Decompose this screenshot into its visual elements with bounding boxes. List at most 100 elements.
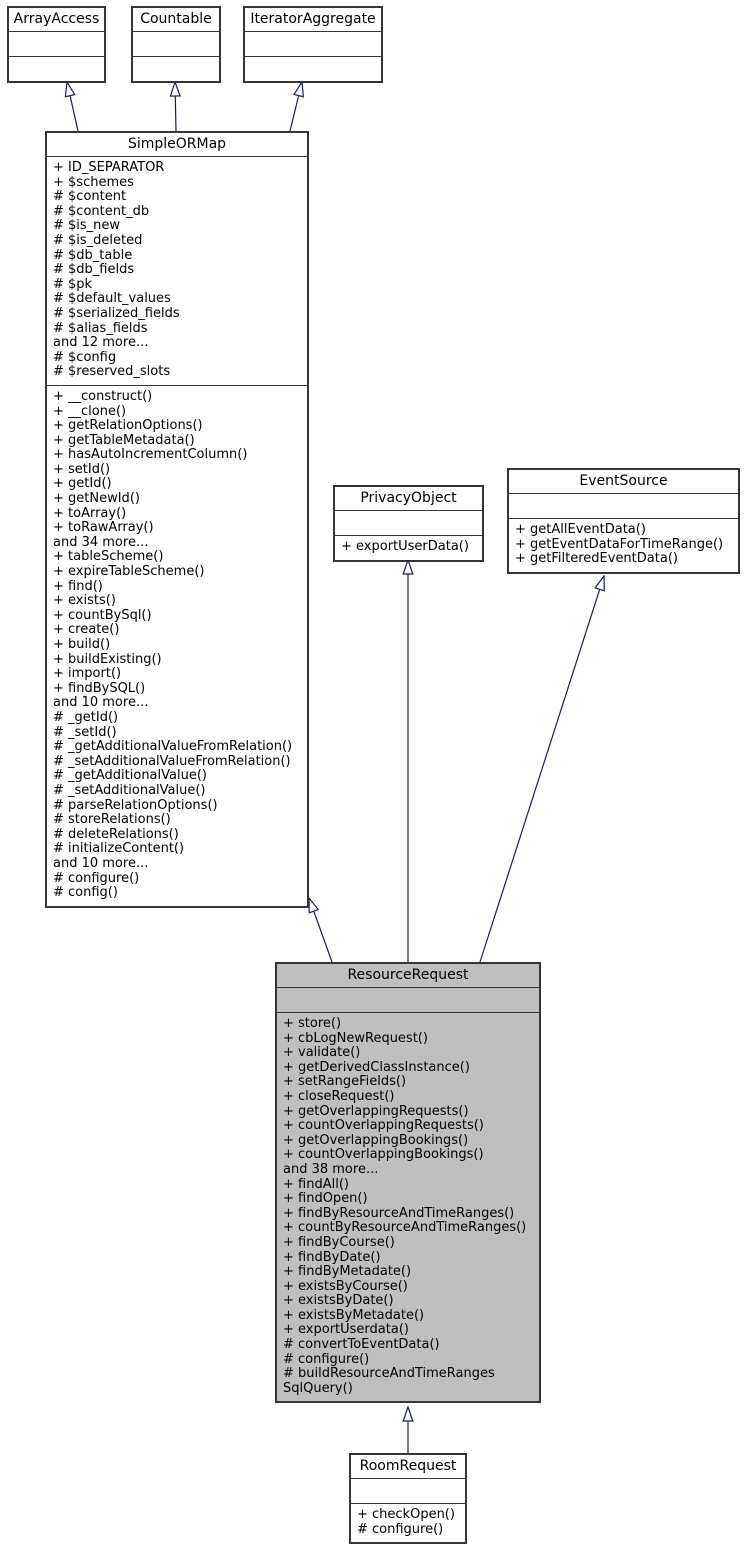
class-title: RoomRequest <box>351 1455 465 1479</box>
member-line: + build() <box>53 637 111 652</box>
member-line: + existsByCourse() <box>283 1278 408 1294</box>
member-line: # $alias_fields <box>53 320 148 336</box>
class-box-iteratoraggregate[interactable]: IteratorAggregate <box>243 6 383 83</box>
attributes-compartment <box>335 511 482 536</box>
member-line: # $content_db <box>53 203 150 219</box>
class-title: EventSource <box>509 470 738 494</box>
member-line: + getNewId() <box>53 491 140 507</box>
member-line: + tableScheme() <box>53 549 164 565</box>
member-line: # _getAdditionalValue() <box>53 768 207 784</box>
member-line: + checkOpen() <box>357 1507 455 1522</box>
member-line: + closeRequest() <box>283 1088 395 1104</box>
member-line: + import() <box>53 666 122 682</box>
class-box-simpleormap[interactable]: SimpleORMap + ID_SEPARATOR+ $schemes# $c… <box>45 131 309 908</box>
member-line: + getFilteredEventData() <box>515 551 678 567</box>
member-line: + toArray() <box>53 505 127 521</box>
class-box-eventsource[interactable]: EventSource + getAllEventData()+ getEven… <box>507 468 740 574</box>
member-line: # $reserved_slots <box>53 364 171 380</box>
member-line: + countBySql() <box>53 607 152 623</box>
arrow-resourcerequest-to-eventsource <box>479 576 604 963</box>
arrow-simpleormap-to-arrayaccess <box>67 82 79 132</box>
member-line: and 38 more... <box>283 1161 379 1177</box>
member-line: + $schemes <box>53 174 134 190</box>
member-line: + countOverlappingRequests() <box>283 1118 484 1134</box>
methods-compartment: + store()+ cbLogNewRequest()+ validate()… <box>277 1013 539 1401</box>
member-line: + findBySQL() <box>53 680 146 696</box>
member-line: # buildResourceAndTimeRanges <box>283 1366 495 1382</box>
methods-compartment <box>245 57 381 81</box>
attributes-compartment <box>351 1479 465 1504</box>
member-line: + countOverlappingBookings() <box>283 1147 484 1163</box>
member-line: + cbLogNewRequest() <box>283 1030 428 1046</box>
member-line: + findByDate() <box>283 1249 381 1265</box>
member-line: + findByMetadate() <box>283 1264 412 1280</box>
member-line: # $pk <box>53 276 93 292</box>
methods-compartment <box>133 57 219 81</box>
member-line: + __clone() <box>53 403 127 419</box>
class-title: PrivacyObject <box>335 487 482 511</box>
methods-compartment <box>9 57 104 81</box>
arrow-resourcerequest-to-simpleormap <box>309 898 333 963</box>
class-box-privacyobject[interactable]: PrivacyObject + exportUserData() <box>333 485 484 562</box>
class-box-resourcerequest[interactable]: ResourceRequest + store()+ cbLogNewReque… <box>275 962 541 1404</box>
member-line: # _setAdditionalValue() <box>53 782 206 798</box>
member-line: and 10 more... <box>53 855 149 871</box>
member-line: # config() <box>53 885 118 901</box>
member-line: + findOpen() <box>283 1191 368 1207</box>
member-line: # _setAdditionalValueFromRelation() <box>53 753 291 769</box>
member-line: + findAll() <box>283 1176 349 1192</box>
member-line: + findByCourse() <box>283 1234 395 1250</box>
member-line: + findByResourceAndTimeRanges() <box>283 1205 515 1221</box>
class-title: Countable <box>133 8 219 32</box>
attributes-compartment <box>509 494 738 519</box>
member-line: SqlQuery() <box>283 1380 353 1396</box>
member-line: # $is_new <box>53 218 121 234</box>
member-line: + exists() <box>53 593 116 609</box>
member-line: # $is_deleted <box>53 232 143 248</box>
member-line: + getDerivedClassInstance() <box>283 1059 470 1075</box>
member-line: # _getAdditionalValueFromRelation() <box>53 739 293 755</box>
member-line: # $content <box>53 189 127 205</box>
member-line: + getRelationOptions() <box>53 418 203 434</box>
methods-compartment: + exportUserData() <box>335 536 482 560</box>
member-line: + existsByDate() <box>283 1293 394 1309</box>
class-title: IteratorAggregate <box>245 8 381 32</box>
member-line: and 12 more... <box>53 335 149 351</box>
member-line: + getEventDataForTimeRange() <box>515 536 724 552</box>
member-line: + ID_SEPARATOR <box>53 160 165 175</box>
arrow-simpleormap-to-countable <box>175 82 176 132</box>
class-title: ResourceRequest <box>277 964 539 988</box>
member-line: + getId() <box>53 476 112 492</box>
member-line: # $config <box>53 349 117 365</box>
member-line: + __construct() <box>53 388 153 404</box>
class-box-countable[interactable]: Countable <box>131 6 221 83</box>
member-line: + find() <box>53 578 103 594</box>
member-line: + exportUserdata() <box>283 1322 409 1338</box>
attributes-compartment <box>277 988 539 1013</box>
class-box-roomrequest[interactable]: RoomRequest + checkOpen()# configure() <box>349 1453 467 1545</box>
member-line: # parseRelationOptions() <box>53 797 218 813</box>
member-line: # _getId() <box>53 709 119 725</box>
methods-compartment: + getAllEventData()+ getEventDataForTime… <box>509 519 738 572</box>
member-line: and 34 more... <box>53 534 149 550</box>
member-line: + countByResourceAndTimeRanges() <box>283 1220 527 1236</box>
class-title: SimpleORMap <box>47 133 307 157</box>
member-line: + toRawArray() <box>53 520 154 536</box>
member-line: + hasAutoIncrementColumn() <box>53 447 248 463</box>
attributes-compartment <box>133 32 219 57</box>
member-line: + getTableMetadata() <box>53 432 195 448</box>
methods-compartment: + __construct()+ __clone()+ getRelationO… <box>47 386 307 906</box>
member-line: + setRangeFields() <box>283 1074 407 1090</box>
class-box-arrayaccess[interactable]: ArrayAccess <box>7 6 106 83</box>
arrow-simpleormap-to-iteratoraggregate <box>289 82 302 132</box>
member-line: # deleteRelations() <box>53 826 179 842</box>
class-title: ArrayAccess <box>9 8 104 32</box>
member-line: + getAllEventData() <box>515 522 646 537</box>
member-line: # storeRelations() <box>53 812 171 828</box>
member-line: # $db_table <box>53 247 133 263</box>
member-line: # convertToEventData() <box>283 1337 440 1353</box>
attributes-compartment <box>9 32 104 57</box>
member-line: + getOverlappingRequests() <box>283 1103 469 1119</box>
member-line: # initializeContent() <box>53 841 185 857</box>
